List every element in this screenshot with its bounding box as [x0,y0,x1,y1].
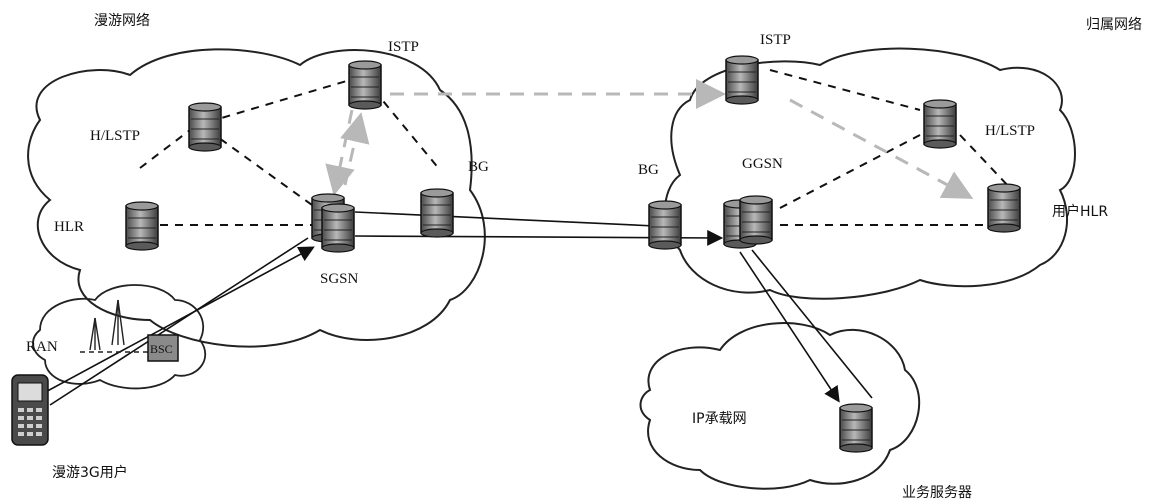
sgsn-server [321,203,355,253]
user-hlr-server [987,183,1021,233]
istp-left-server [348,60,382,110]
hlstp-right-server [923,99,957,149]
ggsn-label: GGSN [742,156,783,172]
roaming-network-label: 漫游网络 [94,13,150,29]
ran-cloud [32,284,207,390]
bg-right-label: BG [638,162,659,178]
istp-left-label: ISTP [388,39,419,55]
istp-right-server [725,55,759,105]
roaming-network-cloud [27,48,486,348]
hlstp-left-label: H/LSTP [90,128,141,144]
service-server-label: 业务服务器 [902,485,972,501]
bsc-box [147,334,179,362]
istp-right-label: ISTP [760,32,791,48]
ip-bearer-cloud [639,322,921,490]
hlr-left-label: HLR [54,219,84,235]
ggsn-server [739,195,773,245]
home-network-label: 归属网络 [1086,17,1142,33]
ip-bearer-network-label: IP承载网 [692,411,747,427]
bg-right-server [648,200,682,250]
ran-label: RAN [26,339,58,355]
sgsn-label: SGSN [320,271,359,287]
service-server [839,403,873,453]
bsc-label: BSC [150,342,173,356]
hlr-left-server [125,201,159,251]
user-hlr-label: 用户HLR [1052,204,1109,220]
roaming-user-label: 漫游3G用户 [52,465,128,481]
ran-tower-icons [80,299,150,353]
phone-icon [11,374,49,446]
bg-left-label: BG [468,159,489,175]
bg-left-server [420,188,454,238]
hlstp-left-server [188,102,222,152]
hlstp-right-label: H/LSTP [985,123,1036,139]
